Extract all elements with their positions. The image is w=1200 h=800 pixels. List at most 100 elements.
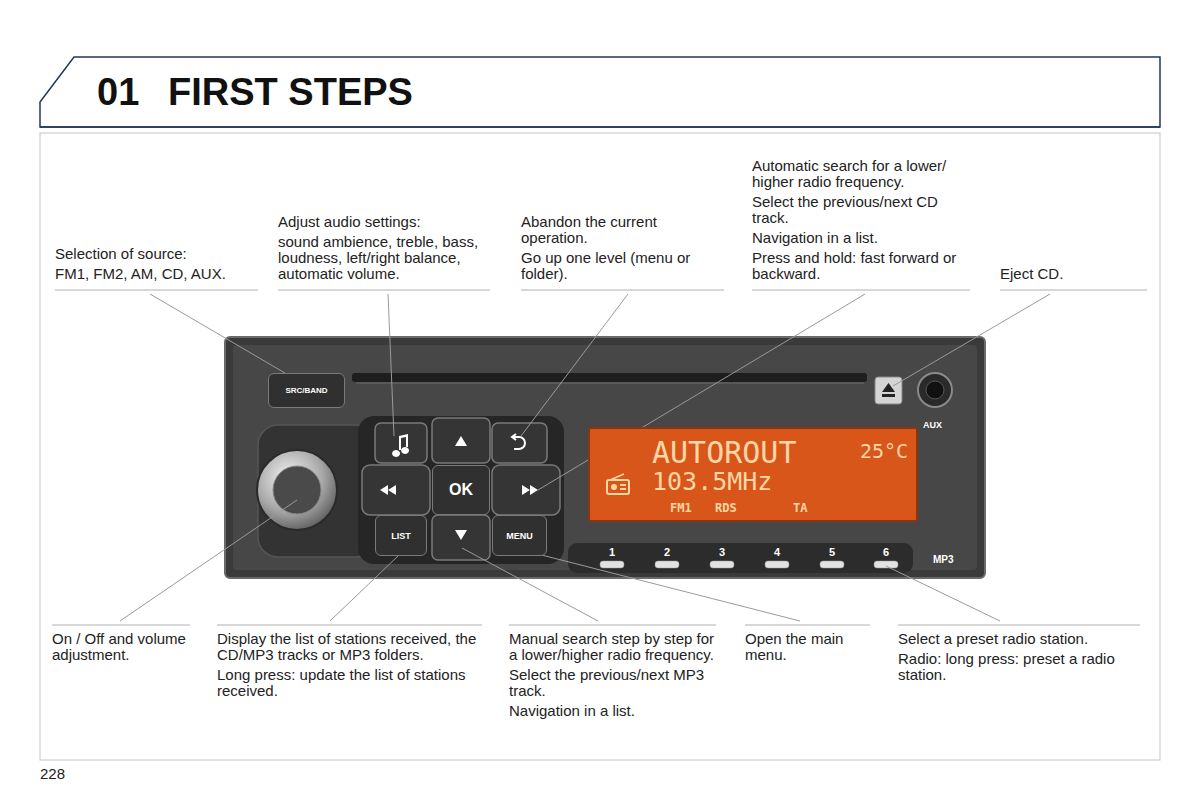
header-frame-part bbox=[40, 57, 1160, 127]
callout-underline-part bbox=[521, 290, 724, 291]
callout: Select a preset radio station.Radio: lon… bbox=[898, 631, 1148, 687]
callout: Selection of source: FM1, FM2, AM, CD, AU… bbox=[55, 246, 260, 286]
display-text: TA bbox=[793, 501, 807, 515]
preset-bar-part-part bbox=[820, 561, 844, 568]
eject-button-part bbox=[882, 383, 895, 392]
callout-text: Open the main menu. bbox=[745, 631, 867, 663]
leader-line-part bbox=[150, 294, 290, 376]
ok-button: OK bbox=[432, 465, 490, 515]
callout-underline-part bbox=[509, 625, 716, 626]
callout-underline-part bbox=[752, 290, 970, 291]
menu-button: MENU bbox=[492, 515, 547, 556]
preset-number: 6 bbox=[876, 546, 896, 558]
button-cluster-part-part bbox=[455, 436, 467, 446]
callout-underline-part bbox=[55, 290, 258, 291]
preset-bar-part-part bbox=[600, 561, 624, 568]
button-text: LIST bbox=[391, 531, 411, 541]
callout-text: Go up one level (menu or folder). bbox=[521, 250, 721, 282]
leader-line-part bbox=[388, 294, 394, 436]
callout-text: Adjust audio settings: bbox=[278, 214, 490, 230]
radio-icon-part bbox=[607, 480, 629, 494]
header-frame-part bbox=[40, 126, 1160, 128]
header-frame bbox=[40, 57, 1160, 127]
button-cluster-part-part bbox=[399, 434, 408, 450]
preset-number: 4 bbox=[767, 546, 787, 558]
faceplate-part bbox=[225, 337, 985, 578]
volume-knob-part bbox=[257, 450, 337, 530]
callout-text: Select the previous/next CD track. bbox=[752, 194, 967, 226]
callout-underline-part bbox=[1000, 290, 1147, 291]
radio-icon-part bbox=[610, 474, 624, 480]
cd-slot-part bbox=[352, 373, 867, 382]
radio-icon-part bbox=[620, 484, 626, 486]
callout-text: Select a preset radio station. bbox=[898, 631, 1148, 647]
faceplate-part bbox=[233, 345, 977, 570]
button-cluster-part-part bbox=[388, 485, 396, 495]
preset-bar bbox=[568, 543, 913, 573]
aux-jack-part bbox=[926, 381, 944, 399]
preset-bar-part-part bbox=[710, 561, 734, 568]
callout-underline bbox=[52, 290, 1147, 625]
callout: Abandon the current operation.Go up one … bbox=[521, 214, 721, 286]
button-cluster-part-part bbox=[530, 485, 538, 495]
leader-line-part bbox=[330, 556, 398, 621]
preset-number: 2 bbox=[657, 546, 677, 558]
callout-text: Navigation in a list. bbox=[509, 703, 717, 719]
button-cluster-part-part bbox=[380, 485, 388, 495]
aux-jack-part bbox=[918, 373, 952, 407]
display-text: RDS bbox=[715, 501, 737, 515]
page-number: 228 bbox=[40, 765, 65, 782]
callout-underline-part bbox=[898, 625, 1140, 626]
display-text: AUTOROUT bbox=[652, 435, 797, 470]
chapter-number: 01 bbox=[97, 71, 139, 114]
callout-text: On / Off and volume adjustment. bbox=[52, 631, 197, 663]
cd-slot bbox=[352, 373, 867, 383]
display-text: 25°C bbox=[860, 439, 908, 463]
callout-text: Selection of source: bbox=[55, 246, 260, 262]
button-cluster-part-part bbox=[455, 530, 467, 540]
preset-bar-part bbox=[600, 561, 898, 568]
button-cluster-part-part bbox=[522, 485, 530, 495]
leader-line-part bbox=[886, 566, 1000, 621]
leader-line-part bbox=[893, 294, 1050, 386]
leader-line-part bbox=[120, 500, 297, 621]
callout-text: Manual search step by step for a lower/h… bbox=[509, 631, 717, 663]
list-button: LIST bbox=[375, 515, 427, 556]
radio-faceplate: AUXMP3SRC/BANDOKLISTMENUAUTOROUT25°C103.… bbox=[225, 337, 985, 578]
volume-knob-part bbox=[273, 466, 321, 514]
radio-icon-part bbox=[611, 484, 617, 490]
callout: Manual search step by step for a lower/h… bbox=[509, 631, 717, 723]
leader-line-part bbox=[521, 294, 628, 436]
button-cluster-part bbox=[512, 434, 525, 449]
preset-number: 3 bbox=[712, 546, 732, 558]
callout-text: Automatic search for a lower/ higher rad… bbox=[752, 158, 967, 190]
radio-icon bbox=[604, 473, 634, 497]
callout-text: Press and hold: fast forward or backward… bbox=[752, 250, 967, 282]
button-cluster-part-part bbox=[362, 465, 430, 515]
source-button: SRC/BAND bbox=[268, 373, 345, 408]
callout: Adjust audio settings:sound ambience, tr… bbox=[278, 214, 490, 286]
leader-line bbox=[120, 294, 1050, 621]
callout-underline-part bbox=[52, 625, 190, 626]
callout-text: FM1, FM2, AM, CD, AUX. bbox=[55, 266, 260, 282]
button-cluster bbox=[358, 416, 564, 564]
callout-underline-part bbox=[217, 625, 482, 626]
display-text: 103.5MHz bbox=[652, 467, 772, 496]
callout-text: Eject CD. bbox=[1000, 266, 1145, 282]
callout: Display the list of stations received, t… bbox=[217, 631, 485, 703]
eject-button bbox=[875, 377, 902, 404]
cd-slot-part bbox=[356, 383, 864, 384]
callout-text: Display the list of stations received, t… bbox=[217, 631, 485, 663]
preset-bar-part bbox=[568, 543, 913, 573]
eject-button-part bbox=[875, 377, 902, 404]
preset-bar-part-part bbox=[655, 561, 679, 568]
button-cluster-part bbox=[358, 416, 564, 564]
preset-number: 1 bbox=[602, 546, 622, 558]
display-text: FM1 bbox=[670, 501, 692, 515]
callout-text: Select the previous/next MP3 track. bbox=[509, 667, 717, 699]
button-cluster-part-part bbox=[492, 423, 547, 463]
button-cluster-part-part bbox=[432, 418, 490, 463]
button-cluster-part-part bbox=[492, 465, 560, 515]
faceplate bbox=[225, 337, 985, 578]
callout: On / Off and volume adjustment. bbox=[52, 631, 197, 667]
